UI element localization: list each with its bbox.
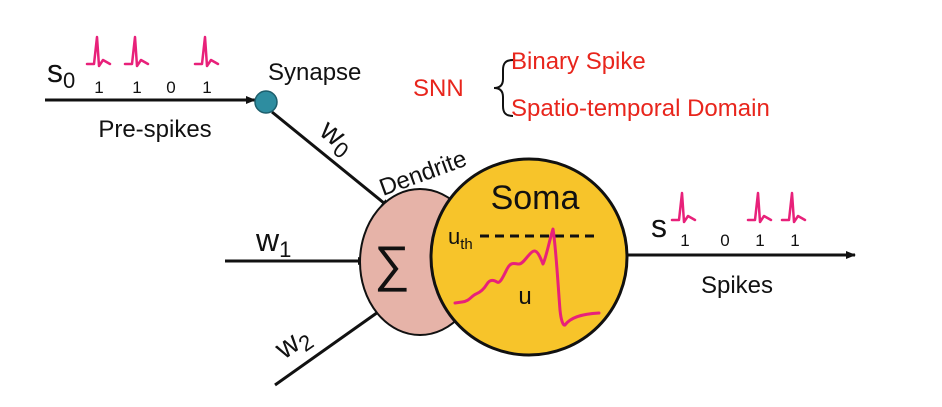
- input-bit-1: 1: [94, 78, 103, 97]
- pre-spikes-caption: Pre-spikes: [98, 116, 211, 143]
- snn-brace: [493, 59, 514, 117]
- membrane-potential-curve: [453, 227, 601, 327]
- output-spike-2: [746, 191, 773, 224]
- snn-label: SNN: [413, 75, 464, 102]
- threshold-index: th: [460, 236, 473, 253]
- potential-label: u: [518, 283, 531, 310]
- input-spike-2: [123, 35, 150, 68]
- w0-arrow: [271, 110, 391, 210]
- spikes-caption: Spikes: [701, 272, 773, 299]
- w2-label: w2: [268, 319, 318, 369]
- output-bit-1: 1: [680, 231, 689, 250]
- input-label: s0: [47, 53, 75, 93]
- synapse-label: Synapse: [268, 59, 361, 86]
- w1-label: w1: [255, 222, 291, 262]
- w2-arrow: [274, 303, 389, 387]
- output-bit-4: 1: [790, 231, 799, 250]
- snn-item-spatio-temporal: Spatio-temporal Domain: [511, 95, 770, 122]
- output-spike-3: [780, 191, 807, 224]
- w1-index: 1: [279, 237, 291, 262]
- input-bit-4: 1: [202, 78, 211, 97]
- output-label: s: [651, 208, 667, 244]
- sum-symbol: ∑: [374, 236, 410, 292]
- input-bit-3: 0: [166, 78, 175, 97]
- snn-item-binary-spike: Binary Spike: [511, 48, 646, 75]
- output-spike-1: [670, 191, 697, 224]
- synapse-node: [254, 90, 278, 114]
- output-spike-train: [670, 191, 807, 224]
- w0-label: w0: [310, 113, 360, 164]
- input-bit-2: 1: [132, 78, 141, 97]
- input-spike-1: [85, 35, 112, 68]
- input-spike-3: [193, 35, 220, 68]
- output-bit-3: 1: [755, 231, 764, 250]
- input-spike-train: [85, 35, 220, 68]
- threshold-label: uth: [448, 224, 473, 253]
- output-bit-2: 0: [720, 231, 729, 250]
- input-index: 0: [63, 68, 75, 93]
- soma-label: Soma: [491, 179, 580, 217]
